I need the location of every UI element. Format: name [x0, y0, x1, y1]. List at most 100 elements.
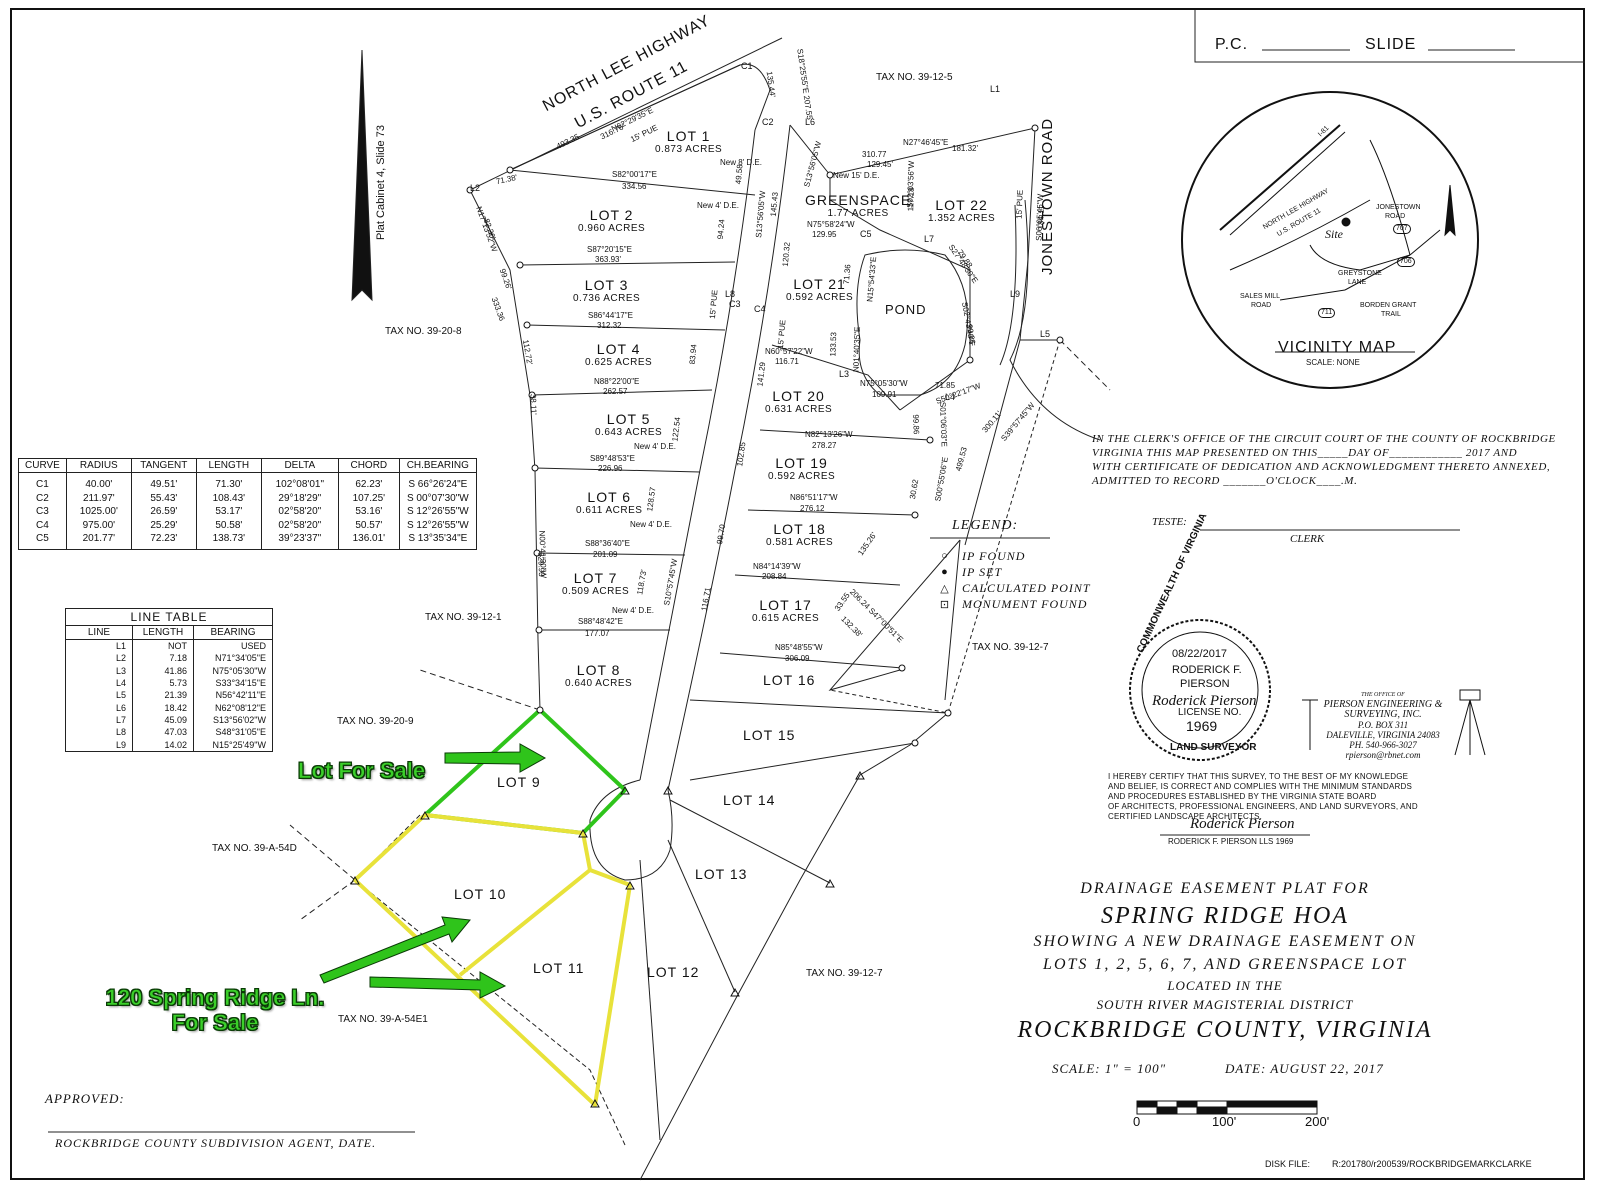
- plat-border: [10, 8, 1585, 1180]
- pond-label: POND: [885, 302, 927, 317]
- legend-item: ○IP FOUND: [938, 548, 1091, 564]
- tax-parcel: TAX NO. 39-A-54E1: [338, 1014, 428, 1025]
- disk-file-path: R:201780/r200539/ROCKBRIDGEMARKCLARKE: [1332, 1159, 1532, 1169]
- plat-scale: SCALE: 1" = 100": [1052, 1061, 1167, 1076]
- west-boundary: [469, 189, 541, 711]
- column-header: LINE: [65, 625, 133, 640]
- teste-label: TESTE:: [1152, 516, 1187, 528]
- arrow-lot-10: [319, 916, 471, 984]
- pc-label: P.C.: [1215, 36, 1249, 53]
- approved-label: APPROVED:: [45, 1091, 125, 1106]
- lot-13-label: LOT 13: [695, 866, 748, 882]
- slide-label: SLIDE: [1365, 36, 1417, 53]
- curve-table-header: CURVE RADIUS TANGENT LENGTH DELTA CHORD …: [18, 458, 477, 473]
- tax-parcel: TAX NO. 39-12-7: [972, 642, 1049, 653]
- tax-parcel: TAX NO. 39-A-54D: [212, 843, 297, 854]
- disk-file-label: DISK FILE:: [1265, 1159, 1311, 1169]
- line-table-title: LINE TABLE: [65, 608, 273, 626]
- legend-item: △CALCULATED POINT: [938, 580, 1091, 596]
- monument-found-icon: ⊡: [939, 598, 951, 611]
- column-header: RADIUS: [65, 458, 132, 473]
- calculated-point-icon: △: [940, 582, 950, 595]
- vicinity-map-title: VICINITY MAP: [1278, 339, 1397, 356]
- ip-found-icon: ○: [941, 550, 949, 562]
- tax-parcel: TAX NO. 39-12-7: [806, 968, 883, 979]
- lot-9-label: LOT 9: [497, 774, 541, 790]
- certification-signature: Roderick Pierson: [1190, 816, 1295, 832]
- site-marker: [1341, 217, 1351, 227]
- lot-16-label: LOT 16: [763, 672, 816, 688]
- tax-parcel: TAX NO. 39-20-8: [385, 326, 462, 337]
- surveyor-seal: [1129, 619, 1271, 761]
- plat-title-block: DRAINAGE EASEMENT PLAT FOR SPRING RIDGE …: [1017, 880, 1433, 1043]
- clerk-block: IN THE CLERK'S OFFICE OF THE CIRCUIT COU…: [1092, 433, 1556, 487]
- legend-item: ●IP SET: [938, 564, 1091, 580]
- scale-tick-200: 200': [1305, 1114, 1330, 1129]
- seal-license-number: 1969: [1186, 718, 1218, 734]
- seal-name-2: PIERSON: [1180, 678, 1230, 690]
- lot-for-sale-annotation: Lot For Sale: [298, 758, 426, 784]
- arrow-lot-9: [444, 743, 547, 773]
- lot-11-label: LOT 11: [533, 960, 585, 976]
- column-header: CH.BEARING: [398, 458, 477, 473]
- road-west-edge: [639, 129, 756, 781]
- column-header: LENGTH: [195, 458, 262, 473]
- plat-reference: Plat Cabinet 4, Slide 73: [375, 125, 387, 240]
- column-header: BEARING: [193, 625, 273, 640]
- scale-bar: [1136, 1100, 1318, 1115]
- legend-title: LEGEND:: [952, 518, 1019, 533]
- jonestown-road: [1009, 199, 1101, 441]
- tax-parcel: TAX NO. 39-20-9: [337, 716, 414, 727]
- scale-tick-100: 100': [1212, 1114, 1237, 1129]
- south-east-boundary: [639, 712, 949, 1181]
- lot-9-highlight: [423, 708, 627, 835]
- cul-de-sac: [589, 779, 673, 881]
- scale-tick-0: 0: [1133, 1114, 1141, 1129]
- lot-12-label: LOT 12: [647, 964, 700, 980]
- east-boundary: [789, 124, 1060, 341]
- vicinity-map-scale: SCALE: NONE: [1306, 358, 1360, 367]
- column-header: CURVE: [18, 458, 67, 473]
- north-arrow: [351, 49, 373, 302]
- seal-signature: Roderick Pierson: [1152, 693, 1257, 709]
- lot-10-label: LOT 10: [454, 886, 507, 902]
- column-header: CHORD: [337, 458, 400, 473]
- certification-block: I HEREBY CERTIFY THAT THIS SURVEY, TO TH…: [1108, 772, 1418, 821]
- seal-license-label: LICENSE NO.: [1178, 707, 1242, 718]
- lot-15-label: LOT 15: [743, 727, 796, 743]
- seal-name-1: RODERICK F.: [1172, 664, 1242, 676]
- ip-set-icon: ●: [941, 566, 949, 578]
- column-header: LENGTH: [132, 625, 194, 640]
- certification-signer: RODERICK F. PIERSON LLS 1969: [1168, 837, 1294, 846]
- lot-10-11-highlight: [353, 813, 632, 1107]
- tax-parcel: TAX NO. 39-12-1: [425, 612, 502, 623]
- plat-date: DATE: AUGUST 22, 2017: [1225, 1061, 1384, 1076]
- clerk-label: CLERK: [1290, 533, 1325, 545]
- column-header: DELTA: [260, 458, 339, 473]
